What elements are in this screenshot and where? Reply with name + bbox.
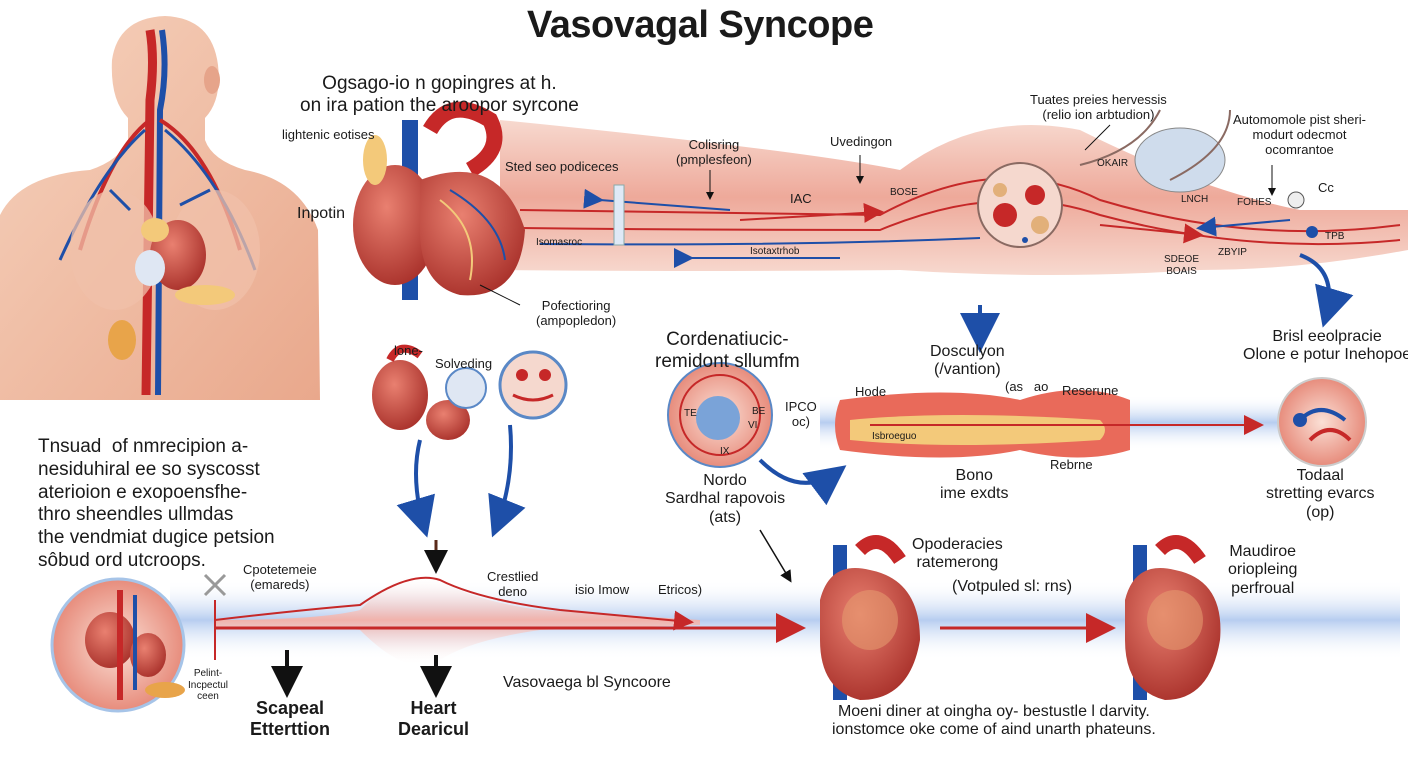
label-crestlied: Crestlied deno bbox=[487, 569, 539, 599]
label-collisring: Colisring (pmplesfeon) bbox=[676, 137, 752, 167]
label-sted: Sted seo podiceces bbox=[505, 159, 619, 174]
label-vasovaega: Vasovaega bl Syncoore bbox=[503, 674, 671, 691]
annotation-pointers bbox=[479, 124, 1276, 306]
label-iac: IAC bbox=[790, 191, 812, 206]
label-dosculyon: Dosculyon (/vantion) bbox=[930, 343, 1005, 379]
label-fohes: FOHES bbox=[1237, 197, 1272, 208]
label-todaal: Todaal stretting evarcs (op) bbox=[1266, 467, 1375, 521]
label-ipco: IPCO oc) bbox=[785, 399, 817, 429]
label-pofectioring: Pofectioring (ampopledon) bbox=[536, 298, 617, 328]
label-uvedingon: Uvedingon bbox=[830, 134, 893, 149]
label-maudiroe: Maudiroe oriopleing perfroual bbox=[1228, 543, 1298, 597]
left-paragraph: Tnsuad of nmrecipion a- nesiduhiral ee s… bbox=[38, 436, 275, 571]
label-scapeal: Scapeal Etterttion bbox=[250, 698, 330, 739]
label-isomasroc: Isomasroc bbox=[536, 237, 583, 248]
label-vi: VI bbox=[748, 420, 758, 431]
label-isotaxtrhob: Isotaxtrhob bbox=[750, 246, 800, 257]
label-reserune: Reserune bbox=[1062, 383, 1119, 398]
top-caption: Ogsago-io n gopingres at h. on ira patio… bbox=[300, 73, 579, 116]
label-solveding: Solveding bbox=[435, 356, 493, 371]
cell-detail-circle bbox=[977, 109, 1318, 248]
page-title: Vasovagal Syncope bbox=[527, 4, 874, 46]
label-tpb: TPB bbox=[1325, 231, 1345, 242]
label-pelin: Pelint- Incpectul ceen bbox=[188, 668, 229, 702]
label-te: TE bbox=[684, 408, 697, 419]
label-zbyip: ZBYIP bbox=[1218, 247, 1247, 258]
label-rebrne: Rebrne bbox=[1050, 457, 1093, 472]
label-lightenic: lightenic eotises bbox=[282, 127, 375, 142]
right-circle bbox=[1277, 377, 1367, 467]
label-be: BE bbox=[752, 406, 766, 417]
bottom-hearts bbox=[820, 535, 1221, 700]
large-heart bbox=[353, 101, 525, 300]
label-isio: isio Imow bbox=[575, 582, 630, 597]
label-brist: Brisl eeolpracie Olone e potur Inehopoe bbox=[1243, 328, 1408, 364]
label-isbroeguo: Isbroeguo bbox=[872, 431, 917, 442]
label-opoderacies: Opoderacies ratemerong bbox=[912, 536, 1003, 572]
label-inpotin: Inpotin bbox=[297, 205, 346, 222]
label-lnch: LNCH bbox=[1181, 194, 1209, 205]
label-nordo: Nordo Sardhal rapovois (ats) bbox=[665, 472, 786, 526]
label-votpuled: (Votpuled sl: rns) bbox=[952, 578, 1073, 595]
label-sdeoe: SDEOE BOAIS bbox=[1164, 254, 1200, 277]
label-cc: Cc bbox=[1318, 180, 1334, 195]
label-ix: IX bbox=[720, 446, 730, 457]
label-heart: Heart Dearicul bbox=[398, 698, 470, 739]
label-coretemete: Cpotetemeie (emareds) bbox=[243, 562, 317, 592]
label-cordenaticic: Cordenatiucic- remidont sllumfm bbox=[655, 329, 800, 372]
label-tuates: Tuates preies hervessis (relio ion arbtu… bbox=[1030, 92, 1167, 122]
bottom-left-circle bbox=[50, 573, 227, 713]
label-etricos: Etricos) bbox=[658, 582, 703, 597]
label-automomole: Automomole pist sheri- modurt odecmot oc… bbox=[1233, 112, 1366, 157]
label-okair: OKAIR bbox=[1097, 158, 1129, 169]
nodal-circle bbox=[667, 362, 847, 506]
bottom-caption: Moeni diner at oingha oy- bestustle l da… bbox=[832, 703, 1156, 739]
label-asao: (as ao bbox=[1005, 379, 1049, 394]
label-lone: lone- bbox=[394, 343, 423, 358]
human-figure bbox=[0, 16, 320, 400]
small-heart-group bbox=[372, 344, 568, 574]
label-bose: BOSE bbox=[890, 187, 918, 198]
label-bono: Bono ime exdts bbox=[940, 467, 1009, 503]
middle-vessel bbox=[820, 253, 1354, 458]
label-hode: Hode bbox=[855, 384, 887, 399]
